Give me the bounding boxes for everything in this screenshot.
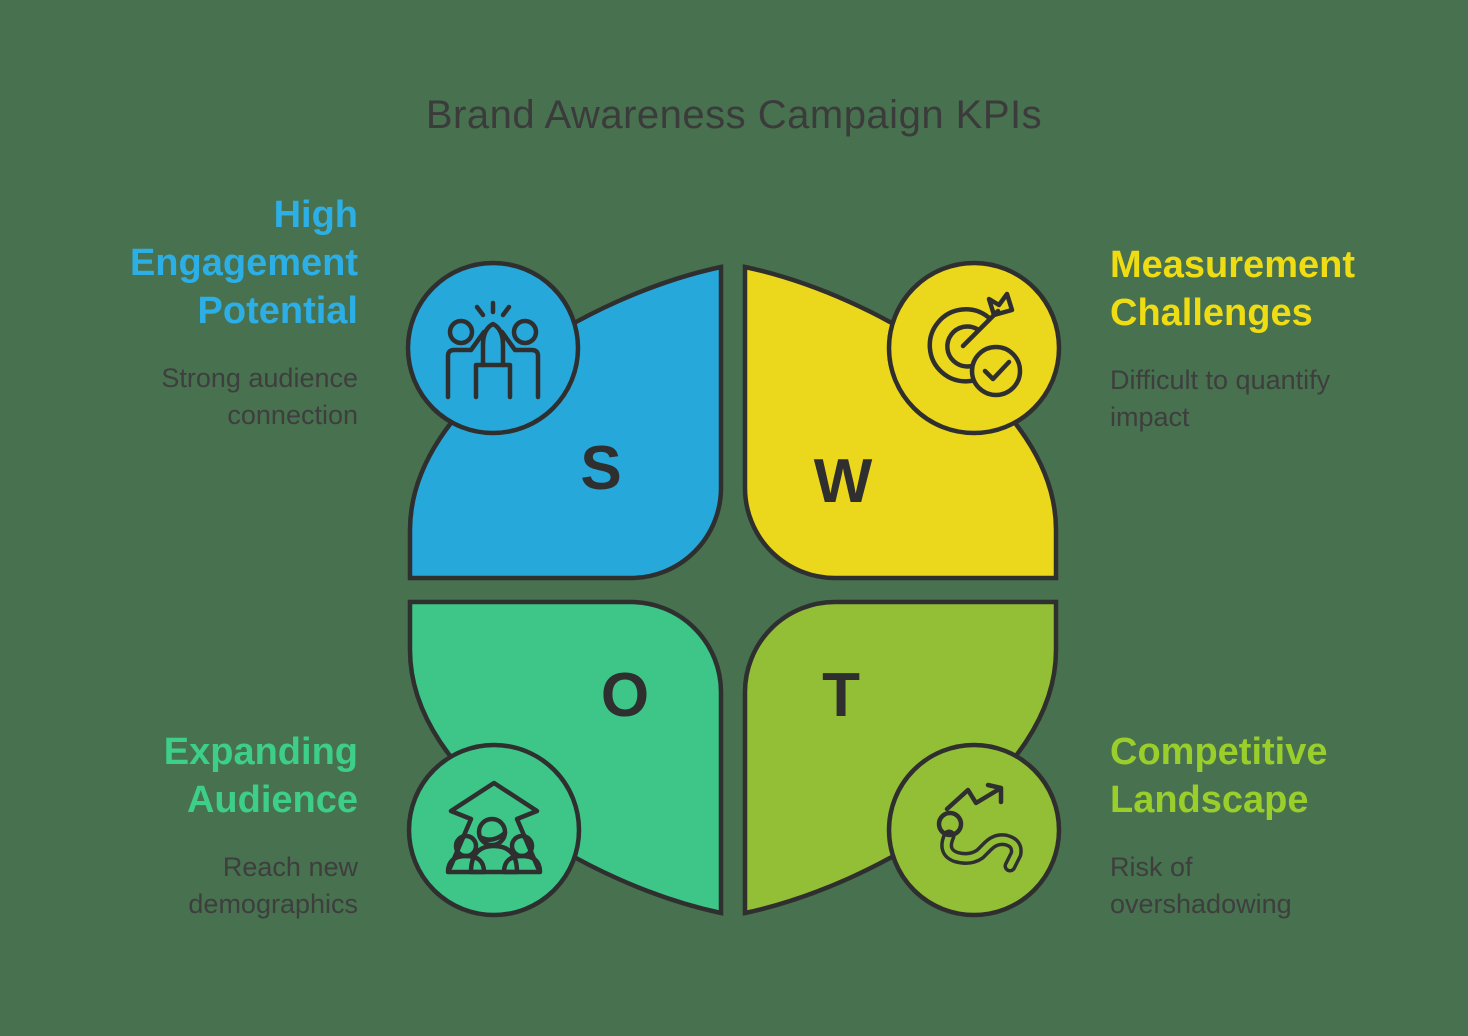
weaknesses-label-block: Measurement Challenges Difficult to quan… [1110,241,1420,436]
subtitle-line: impact [1110,402,1190,432]
spark-lines [474,300,512,318]
heading-line: Engagement [129,242,358,284]
subtitle-line: connection [227,400,358,430]
falling-person-head [936,810,964,838]
center-head-detail [477,830,508,842]
heading-line: Measurement [1110,244,1355,286]
competitor-trend-falling-person-icon [936,782,1023,873]
heading-line: Challenges [1110,292,1313,334]
high-five-hands-arch [480,321,506,368]
petal-threats [742,599,1059,916]
target-arrow-check-icon [927,291,1023,398]
letter-opportunities: O [601,661,649,730]
target-outer-ring [927,307,995,384]
petal-opportunities [407,599,724,916]
strengths-icon-circle [405,260,581,436]
heading-line: Audience [186,779,358,821]
subtitle-line: Strong audience [161,363,358,393]
threats-subtitle: Risk of overshadowing [1110,849,1420,923]
letter-strengths: S [580,434,621,503]
dart-fletching [986,291,1015,318]
strengths-label-block: High Engagement Potential Strong audienc… [78,191,358,434]
heading-line: Expanding [163,731,358,773]
dart-shaft [960,308,1001,349]
person-body [445,329,487,400]
subtitle-line: Difficult to quantify [1110,365,1331,395]
opportunities-heading: Expanding Audience [78,728,358,824]
letter-weaknesses: W [814,447,873,516]
audience-body [445,853,487,875]
heading-line: Landscape [1110,779,1309,821]
opportunities-icon-circle [406,742,582,918]
weaknesses-icon-circle [886,260,1062,436]
subtitle-line: overshadowing [1110,889,1292,919]
strengths-heading: High Engagement Potential [78,191,358,335]
audience-growth-arrow-icon [445,780,543,875]
diagram-root: S W O T [405,260,1062,918]
heading-line: Competitive [1110,731,1328,773]
person-body [499,329,541,400]
audience-body [501,853,543,875]
petal-strengths [407,264,724,581]
subtitle-line: demographics [188,889,358,919]
high-five-people-icon [445,300,541,400]
weaknesses-heading: Measurement Challenges [1110,241,1420,337]
letter-threats: T [822,661,860,730]
trend-zigzag-arrow [944,782,1004,812]
subtitle-line: Risk of [1110,852,1193,882]
threats-heading: Competitive Landscape [1110,728,1420,824]
heading-line: Potential [197,290,358,332]
petal-weaknesses [742,264,1059,581]
person-inner-body [473,362,513,400]
falling-person-body-fill [943,833,1020,869]
opportunities-label-block: Expanding Audience Reach new demographic… [78,728,358,923]
strengths-subtitle: Strong audience connection [78,360,358,434]
target-inner-ring [945,324,983,369]
checkmark [982,359,1012,382]
weaknesses-subtitle: Difficult to quantify impact [1110,362,1420,436]
heading-line: High [273,194,358,236]
up-arrow [447,780,541,871]
threats-label-block: Competitive Landscape Risk of overshadow… [1110,728,1420,923]
opportunities-subtitle: Reach new demographics [78,849,358,923]
subtitle-line: Reach new [222,852,358,882]
person-head [511,318,539,346]
page-title: Brand Awareness Campaign KPIs [425,93,1043,137]
person-head [447,318,475,346]
threats-icon-circle [886,742,1062,918]
check-circle [969,344,1023,398]
